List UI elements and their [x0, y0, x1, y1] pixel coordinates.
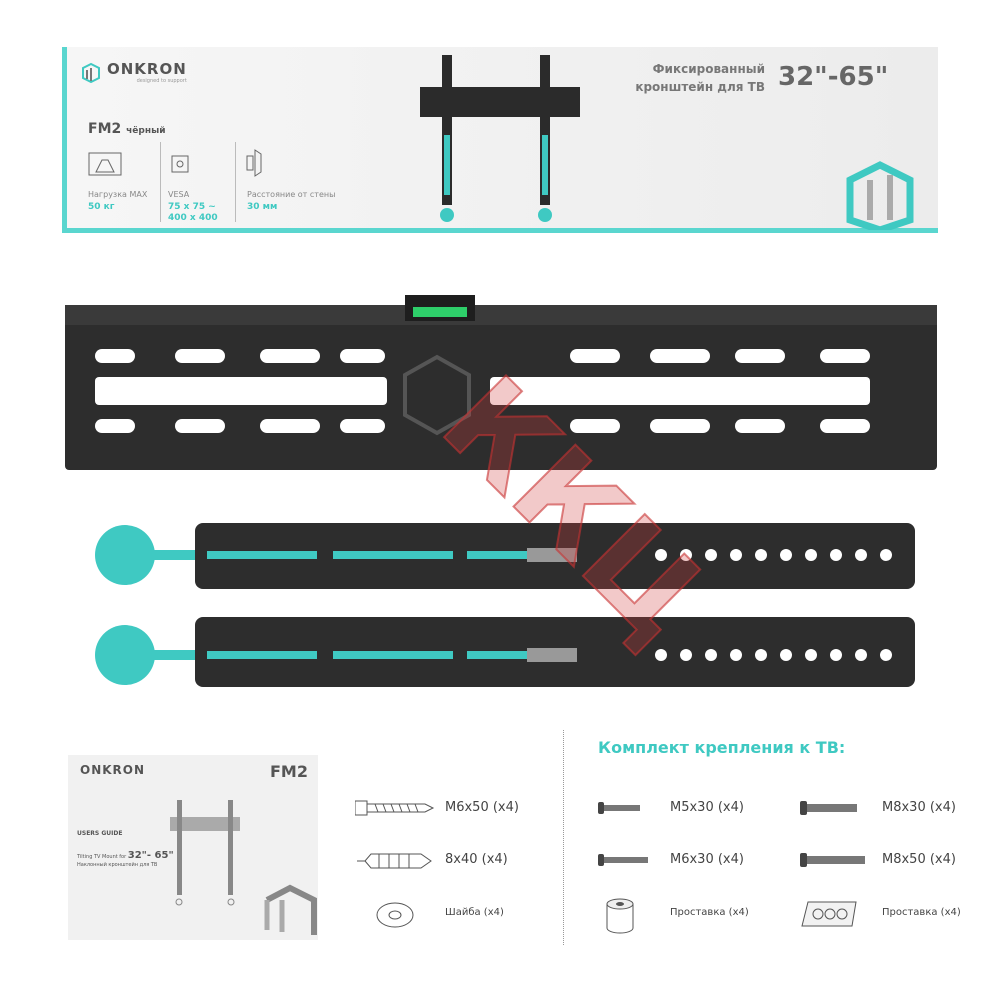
spacer-icon — [606, 898, 634, 934]
product-box — [62, 47, 938, 233]
wall-plate — [65, 295, 937, 470]
manual-logo-graphic — [264, 884, 317, 935]
screw-icon — [355, 800, 435, 816]
bolt-icon — [800, 801, 857, 815]
washer-icon — [376, 902, 414, 928]
divider — [563, 730, 564, 945]
box-model: FM2 чёрный — [88, 121, 166, 137]
kit-title: Комплект крепления к ТВ: — [598, 738, 846, 757]
manual-mount-image — [170, 800, 240, 906]
vesa-icon — [171, 155, 189, 173]
tv-arms — [95, 523, 915, 687]
bolt-icon — [800, 853, 865, 867]
onkron-logo-icon — [82, 62, 100, 83]
wall-distance-icon — [246, 149, 262, 177]
spacer-plate-icon — [801, 901, 857, 927]
box-size-range: 32"-65" — [778, 62, 889, 92]
box-logo-graphic — [846, 161, 914, 230]
load-icon — [88, 152, 122, 176]
dowel-icon — [357, 853, 432, 869]
box-mount-image — [420, 55, 580, 222]
bolt-icon — [598, 854, 648, 866]
bolt-icon — [598, 802, 640, 814]
user-manual — [68, 755, 318, 940]
